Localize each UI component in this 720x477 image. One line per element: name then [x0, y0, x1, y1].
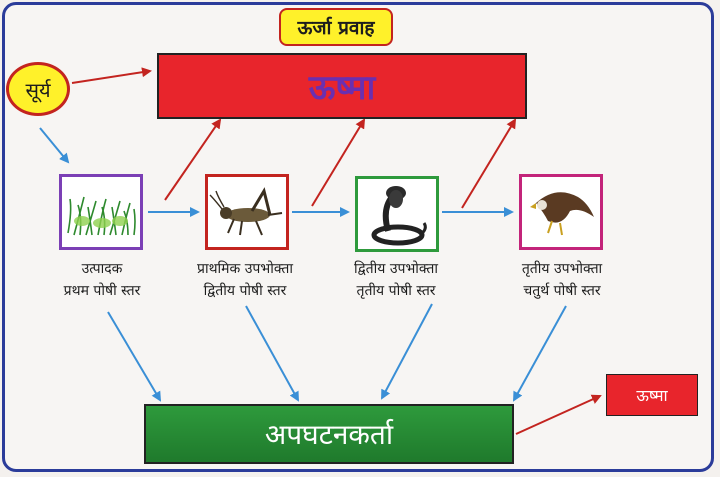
- arrow-decomp-3: [381, 303, 433, 400]
- tertiary-consumer-image: [519, 174, 603, 250]
- arrow-heat-1: [164, 118, 222, 201]
- arrow-decomp-4: [513, 305, 567, 402]
- arrow-sun-to-producer: [39, 127, 70, 164]
- label-primary-consumer: प्राथमिक उपभोक्ता द्वितीय पोषी स्तर: [170, 258, 320, 302]
- heat-box-top: ऊष्मा: [157, 53, 527, 119]
- diagram-title: ऊर्जा प्रवाह: [279, 8, 393, 46]
- label-tertiary-consumer: तृतीय उपभोक्ता चतुर्थ पोषी स्तर: [487, 258, 637, 302]
- tertiary-consumer-name: तृतीय उपभोक्ता: [521, 261, 603, 277]
- producer-image: [59, 174, 143, 250]
- heat-box-small: ऊष्मा: [606, 374, 698, 416]
- tertiary-consumer-level: चतुर्थ पोषी स्तर: [523, 283, 601, 299]
- primary-consumer-image: [205, 174, 289, 250]
- secondary-consumer-name: द्वितीय उपभोक्ता: [353, 261, 439, 277]
- secondary-consumer-image: [355, 176, 439, 252]
- primary-consumer-level: द्वितीय पोषी स्तर: [203, 283, 287, 299]
- label-secondary-consumer: द्वितीय उपभोक्ता तृतीय पोषी स्तर: [321, 258, 471, 302]
- arrow-decomp-to-heat: [515, 394, 602, 435]
- arrow-decomp-1: [107, 311, 162, 402]
- arrow-decomp-2: [245, 305, 299, 402]
- arrow-heat-2: [311, 118, 366, 207]
- arrow-sun-to-heat: [71, 67, 152, 84]
- sun-node: सूर्य: [6, 62, 70, 116]
- secondary-consumer-level: तृतीय पोषी स्तर: [356, 283, 436, 299]
- eagle-icon: [530, 192, 594, 236]
- producer-level: प्रथम पोषी स्तर: [63, 283, 141, 299]
- grass-icon: [67, 196, 136, 236]
- cobra-icon: [371, 186, 427, 246]
- grasshopper-icon: [209, 187, 283, 236]
- arrow-heat-3: [461, 118, 517, 209]
- producer-name: उत्पादक: [81, 261, 123, 277]
- primary-consumer-name: प्राथमिक उपभोक्ता: [197, 261, 293, 277]
- decomposer-box: अपघटनकर्ता: [144, 404, 514, 464]
- label-producer: उत्पादक प्रथम पोषी स्तर: [27, 258, 177, 302]
